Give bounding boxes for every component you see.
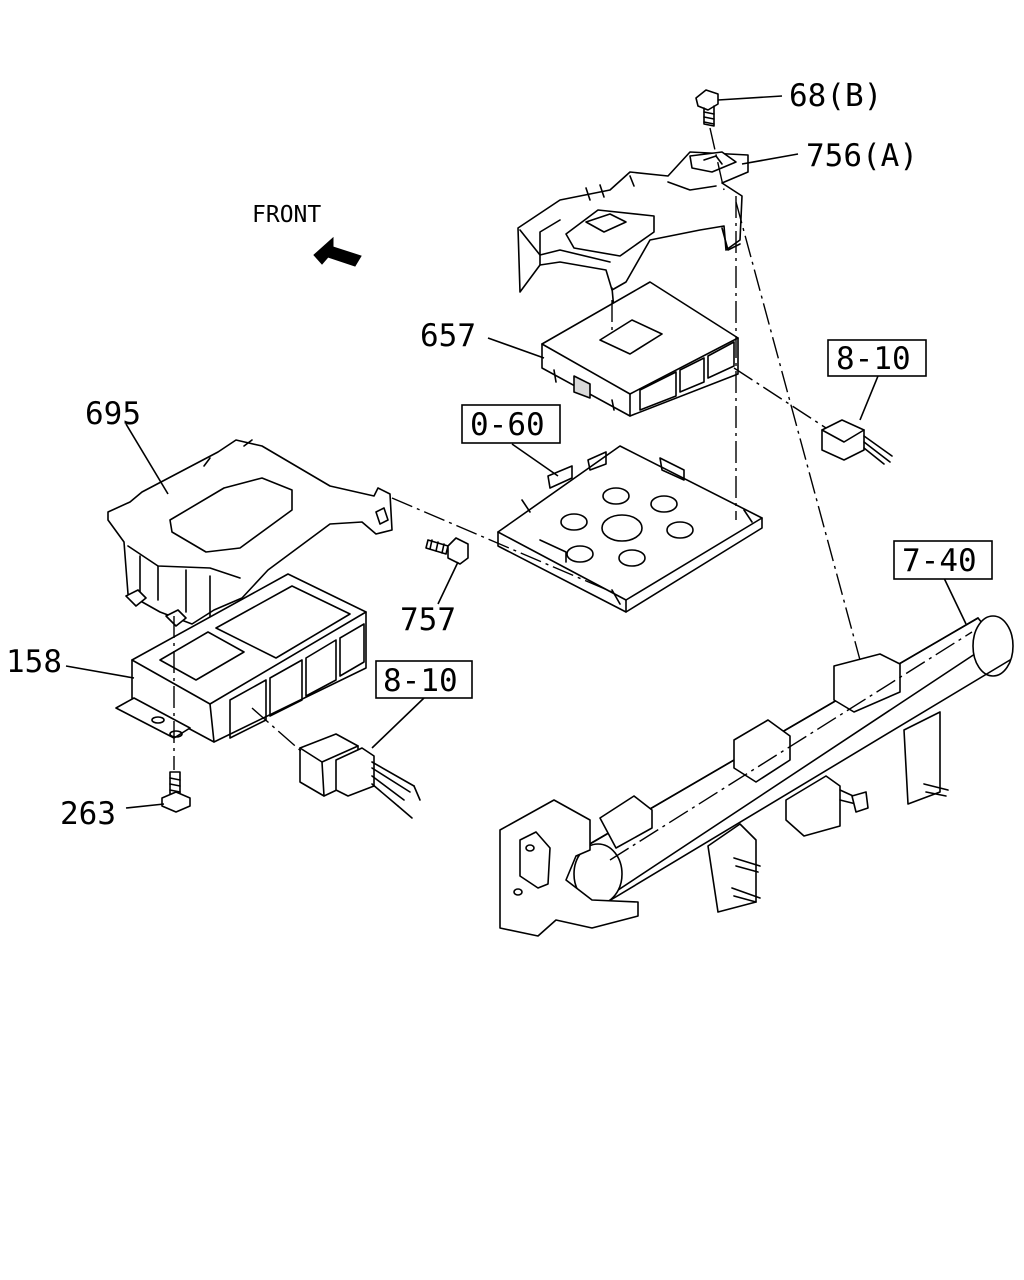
label-657: 657 xyxy=(420,318,476,354)
bolt-68b xyxy=(695,89,719,127)
front-arrow-icon xyxy=(313,236,362,267)
ref-box-0-60-text: 0-60 xyxy=(470,407,545,443)
ref-box-8-10-lower-text: 8-10 xyxy=(383,663,458,699)
tray xyxy=(497,445,763,613)
connector-lower xyxy=(299,733,421,819)
ref-box-7-40-text: 7-40 xyxy=(902,543,977,579)
ecu-657 xyxy=(541,281,739,417)
lower-bracket-695 xyxy=(107,439,393,627)
cross-member xyxy=(499,615,1014,937)
front-label: FRONT xyxy=(252,202,321,228)
label-757: 757 xyxy=(400,602,456,638)
label-756a: 756(A) xyxy=(806,138,918,174)
ref-box-0-60[interactable]: 0-60 xyxy=(461,404,561,444)
bolt-757 xyxy=(425,537,469,565)
ref-box-7-40[interactable]: 7-40 xyxy=(893,540,993,580)
bolt-263 xyxy=(161,771,191,813)
leader-lines xyxy=(65,95,967,809)
ecu-158 xyxy=(115,573,367,743)
ref-box-8-10-upper[interactable]: 8-10 xyxy=(827,339,927,377)
ref-box-8-10-lower[interactable]: 8-10 xyxy=(375,660,473,699)
connector-upper xyxy=(821,419,893,465)
label-158: 158 xyxy=(6,644,62,680)
label-68b: 68(B) xyxy=(789,78,882,114)
ref-box-8-10-upper-text: 8-10 xyxy=(836,341,911,377)
label-263: 263 xyxy=(60,796,116,832)
label-695: 695 xyxy=(85,396,141,432)
alignment-lines xyxy=(173,127,973,861)
